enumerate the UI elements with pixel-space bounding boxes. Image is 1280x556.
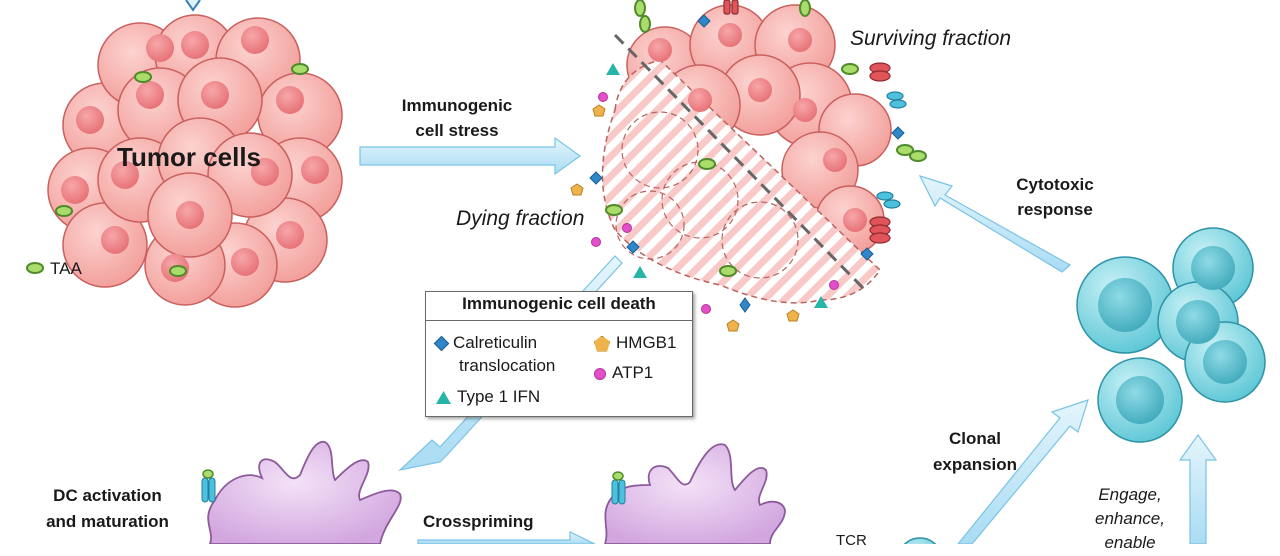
engage-label-1: Engage, — [1075, 482, 1185, 508]
cytotoxic-response-label-2: response — [990, 197, 1120, 223]
tumor-cells-label: Tumor cells — [117, 142, 261, 172]
calreticulin-icon — [434, 336, 450, 352]
tcr-label: TCR — [836, 528, 867, 554]
taa-label: TAA — [50, 256, 82, 282]
immunogenic-stress-label-2: cell stress — [382, 118, 532, 144]
legend-title: Immunogenic cell death — [426, 294, 692, 314]
clonal-expansion-label-1: Clonal — [905, 426, 1045, 452]
hmgb1-icon — [594, 336, 610, 352]
engage-label-3: enable — [1075, 530, 1185, 556]
legend-calreticulin: Calreticulin — [436, 332, 537, 354]
legend-hmgb1: HMGB1 — [594, 332, 676, 354]
cytotoxic-response-label-1: Cytotoxic — [990, 172, 1120, 198]
atp1-icon — [594, 368, 606, 380]
surviving-fraction-label: Surviving fraction — [850, 26, 1011, 52]
immunogenic-cell-death-diagram — [0, 0, 1280, 544]
taa-legend-icon — [27, 263, 43, 273]
engage-label-2: enhance, — [1075, 506, 1185, 532]
dying-fraction-label: Dying fraction — [456, 206, 584, 232]
legend-type1-ifn: Type 1 IFN — [436, 386, 540, 408]
legend-divider — [426, 320, 692, 321]
immunogenic-stress-label-1: Immunogenic — [382, 93, 532, 119]
legend-calreticulin-2: translocation — [459, 355, 555, 377]
clonal-expansion-label-2: expansion — [905, 452, 1045, 478]
dc-activation-label-1: DC activation — [15, 483, 200, 509]
icd-legend: Immunogenic cell death Calreticulin tran… — [425, 291, 693, 417]
legend-atp1: ATP1 — [594, 362, 653, 384]
dc-activation-label-2: and maturation — [15, 509, 200, 535]
crosspriming-label: Crosspriming — [423, 509, 534, 535]
type1-ifn-icon — [436, 391, 451, 404]
